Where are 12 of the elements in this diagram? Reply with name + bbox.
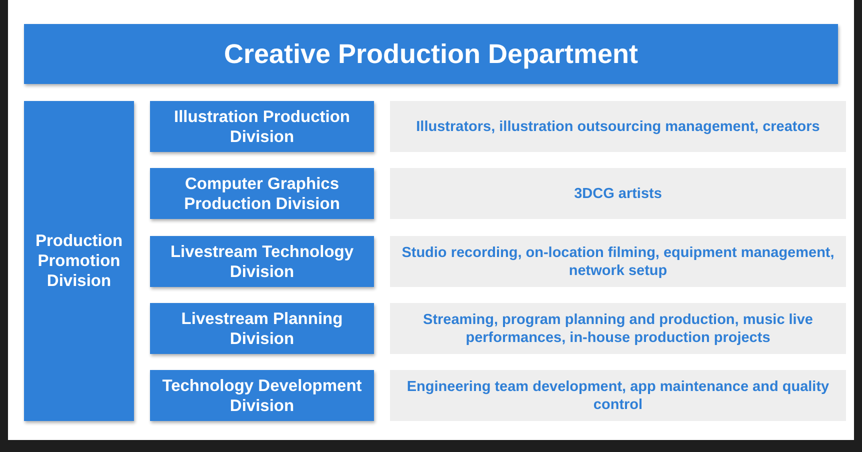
description-box: Streaming, program planning and production, music live performances, in-house production projects [390, 303, 846, 354]
description-box: Illustrators, illustration outsourcing management, creators [390, 101, 846, 152]
division-box: Computer Graphics Production Division [150, 168, 374, 219]
division-box: Technology Development Division [150, 370, 374, 421]
description-box: Studio recording, on-location filming, equipment management, network setup [390, 236, 846, 287]
division-box: Production Promotion Division [24, 101, 134, 421]
division-box: Illustration Production Division [150, 101, 374, 152]
description-box: 3DCG artists [390, 168, 846, 219]
division-box: Livestream Planning Division [150, 303, 374, 354]
department-title-band: Creative Production Department [24, 24, 838, 84]
division-box: Livestream Technology Division [150, 236, 374, 287]
description-box: Engineering team development, app maintenance and quality control [390, 370, 846, 421]
